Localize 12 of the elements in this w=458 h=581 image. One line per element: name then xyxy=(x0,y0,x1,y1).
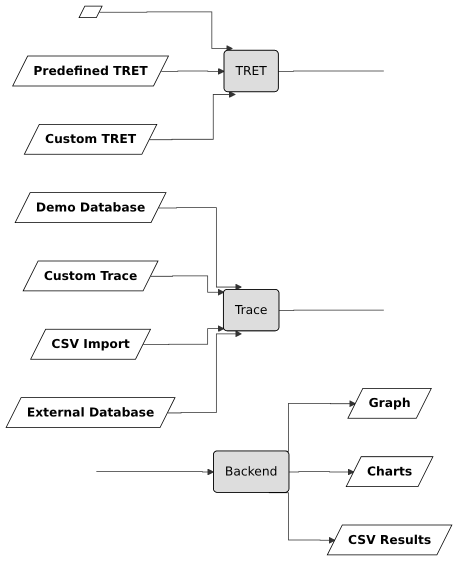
arrow xyxy=(143,325,224,345)
arrow xyxy=(99,12,233,52)
arrow xyxy=(150,276,224,296)
arrow xyxy=(161,68,225,75)
arrow xyxy=(168,330,242,414)
node-parallelogram xyxy=(78,6,103,18)
arrow xyxy=(96,468,214,476)
arrow xyxy=(149,91,236,140)
connector xyxy=(278,70,384,72)
arrow xyxy=(158,207,242,290)
arrow xyxy=(288,468,354,476)
connector xyxy=(278,310,384,311)
